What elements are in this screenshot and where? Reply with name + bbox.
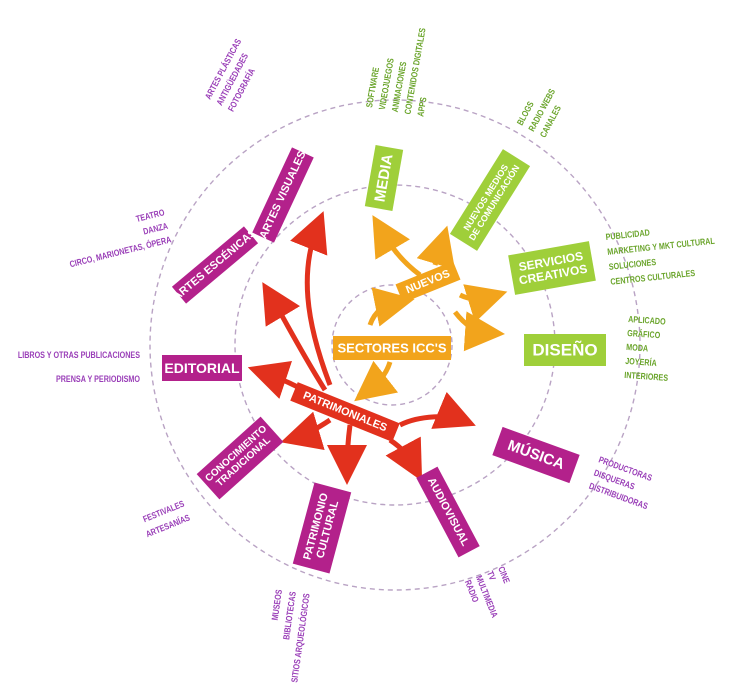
list-item: JOYERÍA [625, 355, 657, 368]
group-nuevos: NUEVOS [395, 261, 461, 303]
center-label: SECTORES ICC'S [333, 336, 451, 360]
arrow-to-servicios [458, 284, 508, 323]
center-label-label: SECTORES ICC'S [337, 341, 446, 356]
sector-artes-escenicas: ARTES ESCÉNICAS [170, 226, 259, 304]
inner-ring [331, 284, 453, 406]
list-item: APLICADO [628, 314, 666, 327]
sector-musica: MÚSICA [492, 426, 580, 484]
sector-artes-visuales: ARTES VISUALES [252, 147, 314, 243]
sector-musica-box [492, 426, 580, 484]
list-item: MODA [626, 342, 649, 353]
list-item: DANZA [142, 221, 169, 237]
list-item: APPS [416, 96, 429, 117]
arrow-to-patrimonio [327, 424, 368, 485]
sector-artes-escenicas-box [171, 226, 259, 304]
sector-conocimiento-box [196, 416, 284, 500]
arrow-to-diseno [453, 310, 505, 352]
list-item: GRÁFICO [627, 327, 661, 340]
arrow-center-down [354, 360, 399, 402]
arrow-to-audiovisual [385, 436, 423, 482]
sector-servicios-box [508, 241, 596, 295]
sector-audiovisual-box [416, 466, 480, 558]
sector-editorial: EDITORIAL [162, 355, 242, 381]
sector-editorial-label: EDITORIAL [164, 360, 240, 376]
sector-diseno-box [524, 334, 606, 366]
list-item: LIBROS Y OTRAS PUBLICACIONES [18, 350, 141, 360]
arrow-center-up [367, 287, 415, 327]
sector-artes-visuales-box [252, 147, 314, 243]
list-item: TV [485, 570, 498, 583]
group-patrimoniales-box [290, 382, 400, 442]
list-item: PUBLICIDAD [605, 228, 650, 243]
arrow-to-artes-escenicas [262, 282, 328, 392]
list-item: MUSEOS [270, 588, 284, 621]
list-item: CINE [496, 565, 512, 585]
sector-artes-escenicas-label: ARTES ESCÉNICAS [170, 226, 258, 303]
arrow-to-conocimiento [280, 411, 332, 450]
sector-diseno: DISEÑO [524, 334, 606, 366]
sector-artes-visuales-label: ARTES VISUALES [257, 149, 308, 240]
sector-nuevos-medios-box [449, 149, 531, 251]
sector-media: MEDIA [364, 145, 404, 211]
list-item: SOLUCIONES [608, 257, 657, 272]
group-nuevos-box [395, 261, 461, 303]
list-item: CIRCO, MARIONETAS, ÓPERA [68, 232, 172, 269]
sector-media-box [364, 145, 404, 211]
orange-arrows [354, 215, 508, 402]
sector-diseno-label: DISEÑO [532, 340, 597, 360]
sector-editorial-box [162, 355, 242, 381]
arrow-to-nuevos-medios [416, 225, 455, 270]
arrow-to-artes-visuales [290, 211, 333, 386]
arrow-to-media [372, 215, 422, 277]
outer-ring [149, 99, 641, 591]
arrow-to-musica [398, 391, 476, 429]
list-item: PRENSA Y PERIODISMO [56, 374, 140, 384]
sector-patrimonio-box [292, 482, 352, 574]
center-label-box [333, 336, 451, 360]
sector-audiovisual: AUDIOVISUAL [416, 466, 480, 558]
items-editorial: LIBROS Y OTRAS PUBLICACIONES PRENSA Y PER… [18, 350, 141, 384]
list-item: INTERIORES [624, 370, 669, 383]
list-item: CENTROS CULTURALES [610, 268, 696, 287]
